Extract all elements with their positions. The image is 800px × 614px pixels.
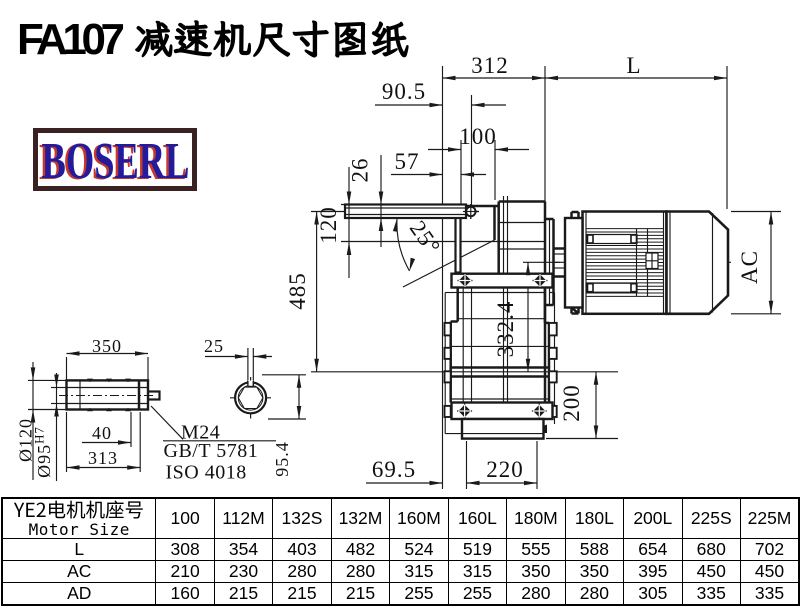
table-column-header: 200L: [623, 497, 683, 539]
table-row-label: L: [1, 538, 157, 561]
thread-note: M24: [181, 422, 220, 444]
table-cell: 160: [155, 582, 215, 606]
table-cell: 350: [564, 560, 625, 583]
table-column-header: 132S: [272, 497, 332, 539]
dimension-label: 100: [459, 124, 497, 149]
table-cell: 654: [623, 538, 683, 561]
table-cell: 524: [389, 538, 449, 561]
table-cell: 335: [681, 582, 742, 606]
dimension-label: Ø95H7: [32, 426, 54, 478]
table-cell: 315: [389, 560, 449, 583]
title-chinese-text: [135, 20, 409, 58]
title-chinese: [135, 20, 409, 58]
dimension-label: 25: [204, 336, 224, 356]
thread-note: GB/T 5781: [164, 440, 259, 462]
dimension-label: 69.5: [372, 457, 416, 482]
table-cell: 350: [506, 560, 566, 583]
table-corner-cell: Motor Size: [1, 497, 157, 539]
table-column-header: 160M: [389, 497, 449, 539]
dimension-label: 220: [486, 457, 524, 482]
dimension-label: 313: [88, 448, 118, 468]
table-cell: 403: [272, 538, 332, 561]
dimension-label: 312: [471, 53, 509, 78]
dimension-label: 40: [92, 423, 112, 443]
table-corner-line2: Motor Size: [28, 520, 130, 539]
dimension-label: 95.4: [272, 441, 292, 477]
thread-note: ISO 4018: [166, 462, 247, 484]
table-cell: 519: [447, 538, 508, 561]
table-row-label: AC: [1, 560, 157, 583]
page-title: FA107: [17, 15, 409, 64]
dimension-label: 57: [395, 149, 420, 174]
dimension-label: L: [626, 53, 641, 78]
table-cell: 680: [681, 538, 742, 561]
table-cell: 450: [681, 560, 742, 583]
table-cell: 450: [740, 560, 800, 583]
dimension-label: 200: [559, 384, 584, 422]
dimension-label: 120: [316, 206, 341, 244]
table-cell: 588: [564, 538, 625, 561]
logo-border: [33, 128, 197, 191]
table-cell: 255: [447, 582, 508, 606]
dimension-label: AC: [737, 250, 762, 284]
table-column-header: 112M: [213, 497, 274, 539]
dimension-labels: 312 L 90.5 100 57 26 120 25° 485 332.4 AC 200 69.5 22…: [16, 53, 763, 484]
drawing-geometry: [28, 66, 781, 489]
dimension-label: 485: [285, 272, 310, 310]
table-column-header: 225S: [681, 497, 742, 539]
logo-text-shadow: BOSERL: [39, 134, 187, 191]
title-model-text: FA107: [17, 15, 125, 64]
dimension-label: 26: [348, 158, 373, 183]
dimension-label: 332.4: [493, 301, 518, 358]
boserl-logo: BOSERL BOSERL: [33, 128, 197, 191]
table-column-header: 180M: [506, 497, 566, 539]
table-corner-line1: [14, 500, 144, 519]
logo-text: BOSERL: [42, 133, 190, 190]
table-cell: 482: [330, 538, 391, 561]
table-cell: 280: [272, 560, 332, 583]
table-column-header: 225M: [740, 497, 800, 539]
table-cell: 335: [740, 582, 800, 606]
table-cell: 215: [330, 582, 391, 606]
table-cell: 702: [740, 538, 800, 561]
table-column-header: 100: [155, 497, 215, 539]
table-cell: 308: [155, 538, 215, 561]
table-cell: 280: [330, 560, 391, 583]
dimension-label: Ø120: [16, 418, 36, 462]
table-cell: 210: [155, 560, 215, 583]
table-cell: 215: [213, 582, 274, 606]
table-cell: 255: [389, 582, 449, 606]
table-column-header: 132M: [330, 497, 391, 539]
dimension-label: 350: [92, 336, 122, 356]
table-cell: 305: [623, 582, 683, 606]
table-cell: 354: [213, 538, 274, 561]
table-cell: 280: [506, 582, 566, 606]
table-cell: 230: [213, 560, 274, 583]
table-cell: 280: [564, 582, 625, 606]
dimension-label: 90.5: [382, 79, 426, 104]
technical-drawing: FA107 BOSERL BOSERL 312 L 90.5 100 57 26 120 25…: [16, 15, 781, 489]
table-column-header: 160L: [447, 497, 508, 539]
table-row-label: AD: [1, 582, 157, 606]
table-cell: 215: [272, 582, 332, 606]
dimension-label: 25°: [405, 216, 446, 259]
table-cell: 555: [506, 538, 566, 561]
table-cell: 395: [623, 560, 683, 583]
table-cell: 315: [447, 560, 508, 583]
table-column-header: 180L: [564, 497, 625, 539]
